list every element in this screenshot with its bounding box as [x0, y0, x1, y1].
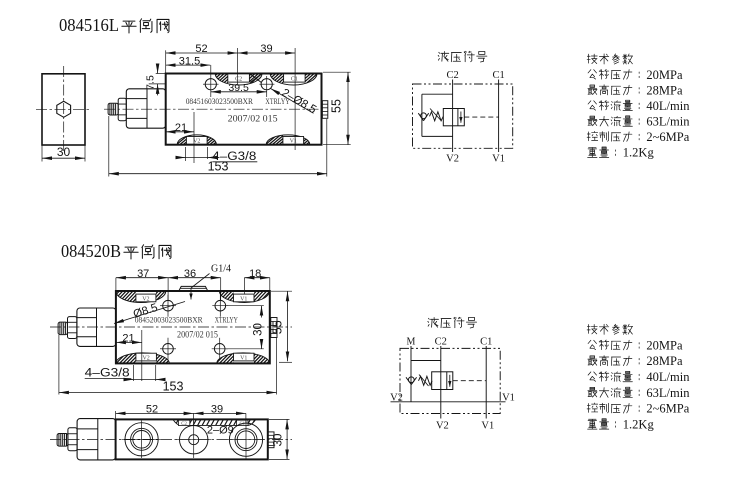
svg-text:1.2Kg: 1.2Kg: [623, 146, 655, 160]
svg-text:21: 21: [122, 332, 134, 344]
svg-text:2007/02 015: 2007/02 015: [228, 113, 279, 123]
svg-text:V1: V1: [240, 355, 247, 361]
svg-text:39: 39: [260, 43, 272, 55]
svg-text:37: 37: [137, 268, 149, 280]
svg-text:21: 21: [175, 122, 187, 134]
svg-text:18: 18: [249, 268, 261, 280]
svg-text:V1: V1: [240, 296, 247, 302]
svg-text:28MPa: 28MPa: [646, 83, 683, 97]
svg-text:M: M: [407, 337, 416, 348]
svg-text:V1: V1: [290, 139, 297, 145]
svg-text:2–Ø9: 2–Ø9: [207, 424, 234, 436]
svg-text:153: 153: [163, 379, 184, 393]
svg-text:XTRLYY: XTRLYY: [215, 316, 238, 325]
svg-text:2~6MPa: 2~6MPa: [646, 130, 689, 144]
svg-text:40L/min: 40L/min: [646, 99, 690, 113]
svg-text:20MPa: 20MPa: [646, 68, 683, 82]
svg-text:084520B: 084520B: [61, 241, 121, 261]
svg-text:30: 30: [273, 434, 285, 447]
svg-text:2007/02 015: 2007/02 015: [177, 329, 218, 339]
svg-text:39.5: 39.5: [228, 82, 249, 94]
svg-text:52: 52: [195, 43, 207, 55]
svg-text:7.5: 7.5: [145, 75, 157, 90]
svg-text:V2: V2: [193, 139, 200, 145]
svg-text:V2: V2: [436, 420, 449, 431]
svg-text:C2: C2: [446, 70, 458, 81]
svg-text:4–G3/8: 4–G3/8: [85, 368, 130, 380]
svg-text:V1: V1: [481, 420, 494, 431]
svg-text:V1: V1: [502, 392, 515, 403]
svg-text:63L/min: 63L/min: [646, 115, 690, 129]
svg-text:4–G3/8: 4–G3/8: [212, 151, 256, 163]
svg-text:63L/min: 63L/min: [646, 386, 690, 400]
svg-text:52: 52: [146, 404, 158, 416]
svg-text:C2: C2: [435, 336, 447, 347]
svg-text:V2: V2: [142, 355, 149, 361]
svg-text:V2: V2: [142, 296, 149, 302]
svg-text:1.2Kg: 1.2Kg: [623, 417, 655, 431]
svg-text:C1: C1: [480, 336, 492, 347]
svg-text:30: 30: [57, 145, 71, 159]
svg-text:20MPa: 20MPa: [646, 338, 683, 352]
svg-text:28MPa: 28MPa: [646, 354, 683, 368]
svg-text:C1: C1: [239, 422, 245, 427]
svg-text:084516L: 084516L: [59, 15, 119, 35]
svg-text:55: 55: [330, 99, 344, 113]
svg-text:30: 30: [253, 323, 265, 336]
svg-text:V1: V1: [492, 154, 505, 165]
svg-text:XTRLYY: XTRLYY: [265, 97, 289, 106]
svg-text:31.5: 31.5: [179, 55, 200, 67]
svg-text:08452003023500BXR: 08452003023500BXR: [135, 316, 203, 325]
svg-text:C2: C2: [235, 77, 242, 83]
svg-text:2~6MPa: 2~6MPa: [646, 402, 689, 416]
svg-text:C1: C1: [492, 70, 504, 81]
svg-text:08451603023500BXR: 08451603023500BXR: [186, 97, 254, 106]
svg-text:C1: C1: [291, 77, 298, 83]
svg-text:39: 39: [211, 404, 223, 416]
svg-text:V2: V2: [446, 154, 459, 165]
svg-text:153: 153: [208, 160, 229, 174]
svg-text:40L/min: 40L/min: [646, 370, 690, 384]
svg-text:36: 36: [184, 268, 196, 280]
svg-text:C2: C2: [181, 422, 187, 427]
svg-text:V2: V2: [390, 392, 403, 403]
svg-text:G1/4: G1/4: [211, 264, 232, 275]
